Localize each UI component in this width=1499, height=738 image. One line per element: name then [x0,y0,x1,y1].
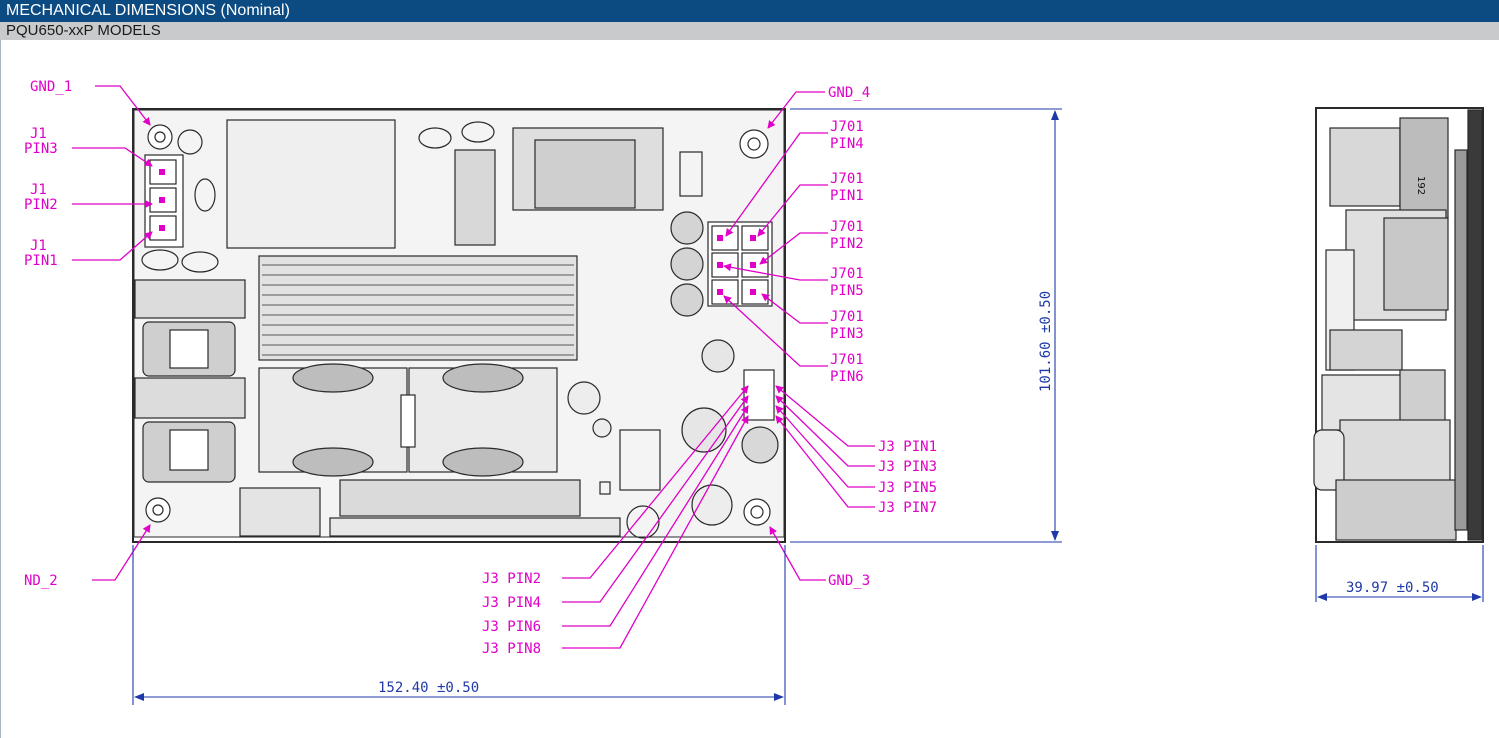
label-j701-pin1-b: PIN1 [830,188,864,204]
label-j1-pin2-a: J1 [30,182,47,198]
label-j701-pin2-a: J701 [830,219,864,235]
dim-depth: 39.97 ±0.50 [1346,580,1439,596]
label-j1-pin2-b: PIN2 [24,197,58,213]
label-gnd-2: ND_2 [24,573,58,589]
label-j1-pin1-b: PIN1 [24,253,58,269]
label-j701-pin2-b: PIN2 [830,236,864,252]
leader-lines [72,85,875,649]
label-j3-pin7: J3 PIN7 [878,500,937,516]
label-j3-pin5: J3 PIN5 [878,480,937,496]
label-j1-pin3-b: PIN3 [24,141,58,157]
dim-width: 152.40 ±0.50 [378,680,479,696]
pcb-side-view [1313,107,1484,543]
label-j3-pin8: J3 PIN8 [482,641,541,657]
label-j701-pin6-b: PIN6 [830,369,864,385]
pcb-top-view [132,108,786,543]
label-j3-pin1: J3 PIN1 [878,439,937,455]
pin-markers [159,169,756,295]
label-j701-pin4-a: J701 [830,119,864,135]
label-j701-pin3-a: J701 [830,309,864,325]
label-j701-pin5-a: J701 [830,266,864,282]
label-gnd-4: GND_4 [828,85,870,101]
section-subtitle: PQU650-xxP MODELS [0,22,1499,40]
label-gnd-1: GND_1 [30,79,72,95]
label-j701-pin1-a: J701 [830,171,864,187]
label-j701-pin4-b: PIN4 [830,136,864,152]
label-j3-pin6: J3 PIN6 [482,619,541,635]
drawing-frame [0,40,1499,738]
label-gnd-3: GND_3 [828,573,870,589]
dim-height: 101.60 ±0.50 [1038,291,1054,392]
label-j701-pin6-a: J701 [830,352,864,368]
label-j3-pin2: J3 PIN2 [482,571,541,587]
label-j701-pin3-b: PIN3 [830,326,864,342]
label-j1-pin1-a: J1 [30,238,47,254]
label-j3-pin4: J3 PIN4 [482,595,541,611]
label-j1-pin3-a: J1 [30,126,47,142]
label-j3-pin3: J3 PIN3 [878,459,937,475]
label-j701-pin5-b: PIN5 [830,283,864,299]
side-view-marking: 192 [1415,176,1426,195]
dimension-lines [132,108,1484,705]
section-title: MECHANICAL DIMENSIONS (Nominal) [0,0,1499,22]
